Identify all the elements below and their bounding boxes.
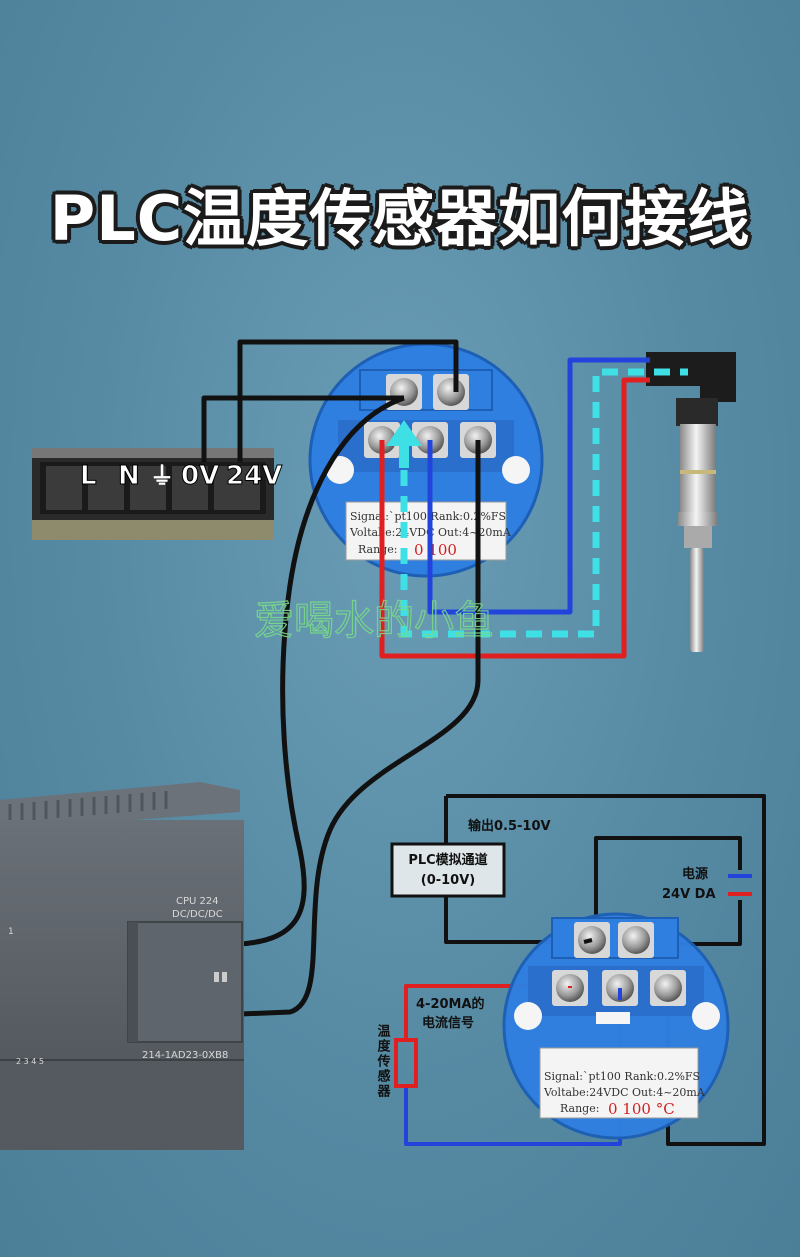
plc-power-type: DC/DC/DC bbox=[172, 909, 223, 920]
signal-path-dashed bbox=[386, 368, 688, 638]
page-title: PLC温度传感器如何接线 bbox=[49, 182, 751, 255]
transmitter-top-range-label: Range: bbox=[358, 543, 397, 556]
plc-channel-label: PLC模拟通道 bbox=[408, 852, 487, 868]
plc-model: CPU 224 bbox=[176, 896, 219, 907]
plc-channel-range: (0-10V) bbox=[421, 873, 475, 888]
terminal-label-0v: 0V bbox=[181, 461, 219, 491]
terminal-label-l: L bbox=[80, 461, 97, 491]
transmitter-bottom: Signal:`pt100 Rank:0.2%FS Voltabe:24VDC … bbox=[502, 912, 730, 1140]
probe-blue-wire bbox=[427, 357, 650, 615]
plc-top-digit: 1 bbox=[8, 927, 14, 937]
resistor-icon bbox=[394, 1038, 418, 1088]
watermark: 爱喝水的小鱼 bbox=[254, 598, 494, 644]
probe-red-wire bbox=[379, 377, 650, 659]
power-supply: L N ⏚ 0V 24V bbox=[32, 448, 283, 540]
arrow-up-icon bbox=[386, 420, 422, 446]
transmitter-to-plc-wires bbox=[239, 395, 481, 1017]
temperature-sensor-label: 温度传感器 bbox=[375, 1024, 392, 1099]
transmitter-bottom-range-value: 0 100 °C bbox=[608, 1100, 675, 1118]
transmitter-bottom-range-label: Range: bbox=[560, 1102, 599, 1115]
schematic-wire-overlays bbox=[568, 938, 622, 1000]
temperature-probe bbox=[646, 352, 736, 652]
ground-icon: ⏚ bbox=[150, 462, 174, 490]
plc-part-number: 214-1AD23-0XB8 bbox=[142, 1050, 228, 1061]
screw-terminal-icon bbox=[654, 974, 682, 1002]
output-voltage-label: 输出0.5-10V bbox=[468, 818, 551, 834]
terminal-label-n: N bbox=[118, 461, 140, 491]
plc-analog-channel-box: PLC模拟通道 (0-10V) bbox=[390, 842, 506, 898]
power-to-transmitter-wires bbox=[201, 339, 459, 462]
screw-terminal-icon bbox=[437, 378, 465, 406]
plc-cpu: CPU 224 DC/DC/DC 214-1AD23-0XB8 2 3 4 5 … bbox=[0, 782, 244, 1150]
transmitter-top-range-value: 0 100 bbox=[414, 541, 457, 559]
transmitter-bottom-signal: Signal:`pt100 Rank:0.2%FS bbox=[544, 1070, 700, 1083]
current-signal-label: 4-20MA的 bbox=[416, 996, 485, 1012]
transmitter-bottom-voltage: Voltabe:24VDC Out:4~20mA bbox=[543, 1086, 706, 1099]
transmitter-top: Signal:`pt100 Rank:0.2%FS Voltabe:24VDC … bbox=[308, 342, 544, 578]
dc-source-symbol bbox=[728, 874, 752, 896]
terminal-label-24v: 24V bbox=[226, 461, 282, 491]
power-voltage-label: 24V DA bbox=[662, 887, 716, 902]
screw-terminal-icon bbox=[622, 926, 650, 954]
power-label: 电源 bbox=[682, 866, 708, 882]
plc-io-numbers: 2 3 4 5 bbox=[16, 1057, 44, 1066]
current-signal-label-2: 电流信号 bbox=[422, 1015, 474, 1031]
